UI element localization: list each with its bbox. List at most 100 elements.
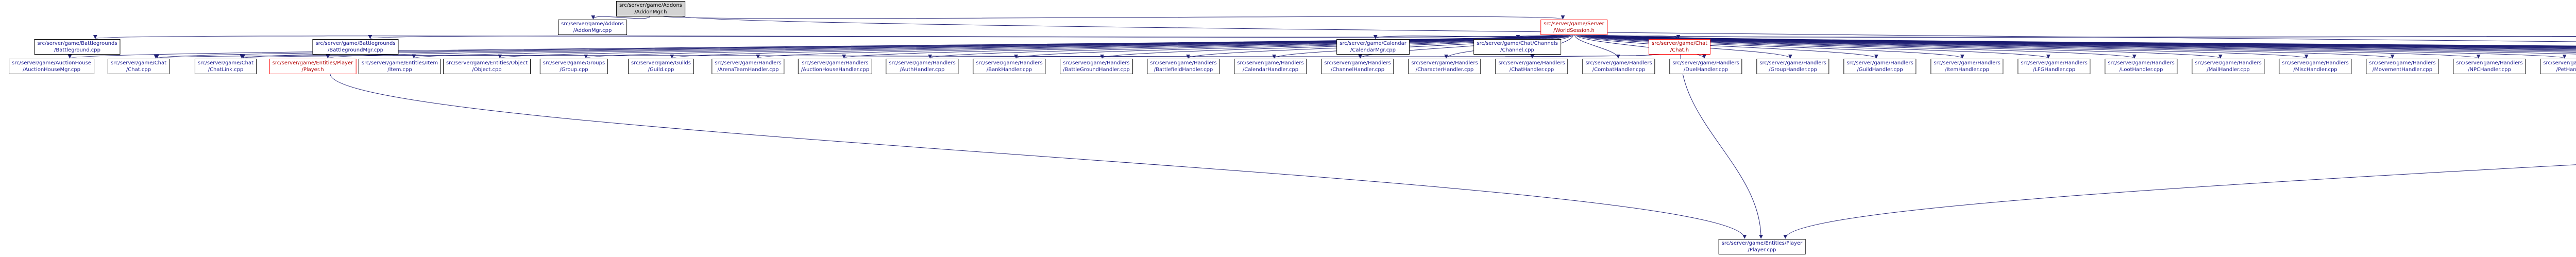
graph-node[interactable]: src/server/game/Guilds/Guild.cpp <box>628 59 694 74</box>
include-edge <box>242 54 1663 59</box>
graph-node[interactable]: src/server/game/Handlers/MailHandler.cpp <box>2192 59 2265 74</box>
include-edge <box>1582 34 2309 59</box>
graph-node[interactable]: src/server/game/Handlers/BattleGroundHan… <box>1060 59 1133 74</box>
graph-node[interactable]: src/server/game/Server/WorldSession.h <box>1540 20 1607 35</box>
graph-node[interactable]: src/server/game/Groups/Group.cpp <box>539 59 608 74</box>
graph-node-label: /CalendarHandler.cpp <box>1242 67 1299 73</box>
graph-node-label: src/server/game/Handlers <box>2543 60 2576 66</box>
graph-node-label: src/server/game/Handlers <box>1498 60 1565 66</box>
graph-node[interactable]: src/server/game/Handlers/CombatHandler.c… <box>1582 59 1655 74</box>
graph-node-label: /BattlefieldHandler.cpp <box>1154 67 1213 73</box>
graph-node-label: /CharacterHandler.cpp <box>1415 67 1474 73</box>
graph-node[interactable]: src/server/game/Entities/Item/Item.cpp <box>358 59 442 74</box>
graph-node[interactable]: src/server/game/Chat/ChatLink.cpp <box>194 59 257 74</box>
graph-node[interactable]: src/server/game/Handlers/BattlefieldHand… <box>1147 59 1220 74</box>
graph-node-label: src/server/game/Handlers <box>1846 60 1913 66</box>
include-edge <box>1100 34 1569 59</box>
graph-node[interactable]: src/server/game/Handlers/CalendarHandler… <box>1234 59 1307 74</box>
graph-node[interactable]: src/server/game/Entities/Object/Object.c… <box>443 59 531 74</box>
graph-node[interactable]: src/server/game/Handlers/MovementHandler… <box>2366 59 2439 74</box>
graph-node[interactable]: src/server/game/Handlers/MiscHandler.cpp <box>2279 59 2352 74</box>
graph-node[interactable]: src/server/game/Chat/Chat.cpp <box>107 59 170 74</box>
include-edge <box>1599 34 2576 46</box>
graph-node[interactable]: src/server/game/Entities/Player/Player.h <box>269 59 357 74</box>
graph-node[interactable]: src/server/game/Handlers/GuildHandler.cp… <box>1843 59 1917 74</box>
graph-node[interactable]: src/server/game/Handlers/AuctionHouseHan… <box>798 59 873 74</box>
graph-node[interactable]: src/server/game/Battlegrounds/Battlegrou… <box>312 39 399 55</box>
include-edge <box>670 34 1564 59</box>
graph-root-node[interactable]: src/server/game/Addons/AddonMgr.h <box>616 1 685 16</box>
graph-node[interactable]: src/server/game/Battlegrounds/Battlegrou… <box>34 39 121 55</box>
graph-node-label: src/server/game/AuctionHouse <box>12 60 91 66</box>
graph-node-label: /DuelHandler.cpp <box>1683 67 1728 73</box>
graph-node-label: /MiscHandler.cpp <box>2293 67 2337 73</box>
graph-node-label: /ChatHandler.cpp <box>1509 67 1554 73</box>
graph-node[interactable]: src/server/game/Chat/Channels/Channel.cp… <box>1473 39 1561 55</box>
graph-node-label: /ChannelHandler.cpp <box>1330 67 1385 73</box>
graph-node[interactable]: src/server/game/Addons/AddonMgr.cpp <box>558 20 627 35</box>
include-edge <box>1598 34 2576 38</box>
graph-node[interactable]: src/server/game/Handlers/BankHandler.cpp <box>973 59 1046 74</box>
include-edge <box>1578 34 1964 59</box>
graph-node-label: src/server/game/Handlers <box>889 60 956 66</box>
graph-node-label: src/server/game/Entities/Player <box>1721 241 1803 246</box>
include-edge <box>1580 34 2137 59</box>
graph-node[interactable]: src/server/game/Handlers/CharacterHandle… <box>1408 59 1481 74</box>
include-edge <box>1581 34 2223 59</box>
graph-node-label: src/server/game/Handlers <box>802 60 869 66</box>
graph-node-label: src/server/game/Handlers <box>2456 60 2523 66</box>
graph-node[interactable]: src/server/game/Calendar/CalendarMgr.cpp <box>1336 39 1410 55</box>
graph-node-label: /GuildHandler.cpp <box>1857 67 1903 73</box>
graph-node[interactable]: src/server/game/Chat/Chat.h <box>1648 39 1711 55</box>
graph-node-label: src/server/game/Handlers <box>1411 60 1478 66</box>
include-edge <box>662 15 1565 20</box>
graph-node-label: src/server/game/Handlers <box>2021 60 2088 66</box>
graph-node-label: src/server/game/Server <box>1544 21 1604 27</box>
graph-node[interactable]: src/server/game/Handlers/NPCHandler.cpp <box>2453 59 2526 74</box>
include-edge <box>1358 34 1572 59</box>
graph-node[interactable]: src/server/game/Handlers/ItemHandler.cpp <box>1930 59 2004 74</box>
include-edge <box>1272 34 1571 59</box>
graph-node-label: /BankHandler.cpp <box>986 67 1032 73</box>
graph-node[interactable]: src/server/game/Handlers/LootHandler.cpp <box>2105 59 2178 74</box>
graph-node-label: src/server/game/Calendar <box>1340 41 1406 46</box>
graph-node-label: src/server/game/Handlers <box>1063 60 1130 66</box>
graph-node-label: /NPCHandler.cpp <box>2468 67 2511 73</box>
graph-node-label: /WorldSession.h <box>1553 28 1595 33</box>
graph-node-label: /Chat.h <box>1670 47 1689 53</box>
graph-node-label: src/server/game/Handlers <box>1934 60 2001 66</box>
graph-node-label: src/server/game/Addons <box>619 3 682 8</box>
graph-node[interactable]: src/server/game/Handlers/ChatHandler.cpp <box>1495 59 1568 74</box>
graph-node-label: src/server/game/Handlers <box>1672 60 1739 66</box>
include-edge <box>1574 34 1620 59</box>
graph-node[interactable]: src/server/game/Handlers/LFGHandler.cpp <box>2018 59 2091 74</box>
graph-node-label: src/server/game/Chat/Channels <box>1477 41 1558 46</box>
graph-node[interactable]: src/server/game/Handlers/AuthHandler.cpp <box>886 59 959 74</box>
graph-node-label: src/server/game/Handlers <box>2282 60 2349 66</box>
graph-node[interactable]: src/server/game/Handlers/PetHandler.cpp <box>2540 59 2576 74</box>
include-edge <box>928 34 1567 59</box>
graph-node-label: src/server/game/Groups <box>543 60 605 66</box>
graph-node-label: src/server/game/Handlers <box>1324 60 1391 66</box>
graph-node-label: /BattlegroundMgr.cpp <box>327 47 384 53</box>
graph-node-label: /AuctionHouseHandler.cpp <box>801 67 870 73</box>
graph-node-label: /Item.cpp <box>387 67 412 73</box>
graph-node[interactable]: src/server/game/AuctionHouse/AuctionHous… <box>9 59 94 74</box>
graph-node[interactable]: src/server/game/Entities/Player/Player.c… <box>1718 239 1806 254</box>
graph-node-label: /LootHandler.cpp <box>2119 67 2163 73</box>
graph-node-label: src/server/game/Entities/Player <box>272 60 353 66</box>
graph-node-label: /Channel.cpp <box>1500 47 1534 53</box>
graph-node[interactable]: src/server/game/Handlers/ArenaTeamHandle… <box>711 59 785 74</box>
include-edge <box>1680 54 1764 239</box>
graph-node-label: /LFGHandler.cpp <box>2032 67 2076 73</box>
graph-node[interactable]: src/server/game/Handlers/ChannelHandler.… <box>1321 59 1394 74</box>
graph-node-label: src/server/game/Chat <box>1651 41 1708 46</box>
graph-node[interactable]: src/server/game/Handlers/GroupHandler.cp… <box>1756 59 1829 74</box>
graph-node-label: /Guild.cpp <box>648 67 674 73</box>
graph-node-label: /ArenaTeamHandler.cpp <box>717 67 779 73</box>
graph-node-label: src/server/game/Handlers <box>1585 60 1652 66</box>
graph-node-label: /Chat.cpp <box>126 67 151 73</box>
graph-node[interactable]: src/server/game/Handlers/DuelHandler.cpp <box>1669 59 1742 74</box>
include-edge <box>1583 34 2395 59</box>
